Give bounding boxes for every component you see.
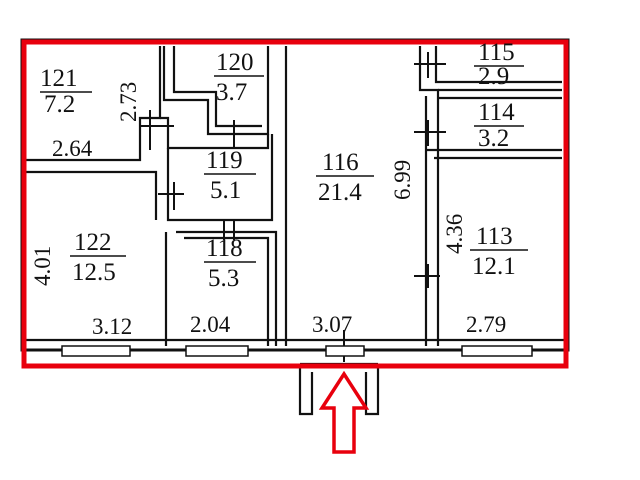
room-side-dimension: 6.99 [390,160,415,200]
room-122: 122 12.5 3.12 4.01 [30,229,132,339]
room-number: 122 [74,229,112,256]
room-number: 120 [216,49,254,76]
room-number: 115 [478,39,515,66]
room-120: 120 3.7 [214,49,264,106]
walls [20,38,570,352]
room-dimension: 3.12 [92,314,132,339]
room-116: 116 21.4 3.07 6.99 [312,149,415,337]
room-114: 114 3.2 [474,99,524,152]
room-dimension: 3.07 [312,312,352,337]
room-area: 2.9 [478,63,509,90]
doors [140,52,446,362]
room-number: 114 [478,99,515,126]
room-number: 116 [322,149,359,176]
room-area: 12.1 [472,253,516,280]
room-number: 119 [206,147,243,174]
room-area: 12.5 [72,259,116,286]
room-number: 118 [206,235,243,262]
room-area: 3.7 [216,79,247,106]
room-number: 121 [40,65,78,92]
room-dimension: 2.04 [190,312,231,337]
room-area: 21.4 [318,179,362,206]
room-area: 3.2 [478,125,509,152]
room-number: 113 [476,223,513,250]
room-119: 119 5.1 [204,147,256,204]
room-side-dimension: 2.73 [116,82,141,122]
highlight-boundary [21,39,569,369]
room-113: 113 12.1 2.79 4.36 [442,214,528,337]
room-121: 121 7.2 2.64 2.73 [40,65,141,161]
windows [61,345,533,357]
room-side-dimension: 4.36 [442,214,467,254]
room-area: 7.2 [44,91,75,118]
entrance-arrow-icon [318,370,370,454]
room-dimension: 2.79 [466,312,506,337]
room-dimension: 2.64 [52,136,93,161]
room-118: 118 5.3 2.04 [190,235,256,337]
room-side-dimension: 4.01 [30,246,55,286]
room-area: 5.1 [210,177,241,204]
room-115: 115 2.9 [474,39,524,90]
room-area: 5.3 [208,265,239,292]
